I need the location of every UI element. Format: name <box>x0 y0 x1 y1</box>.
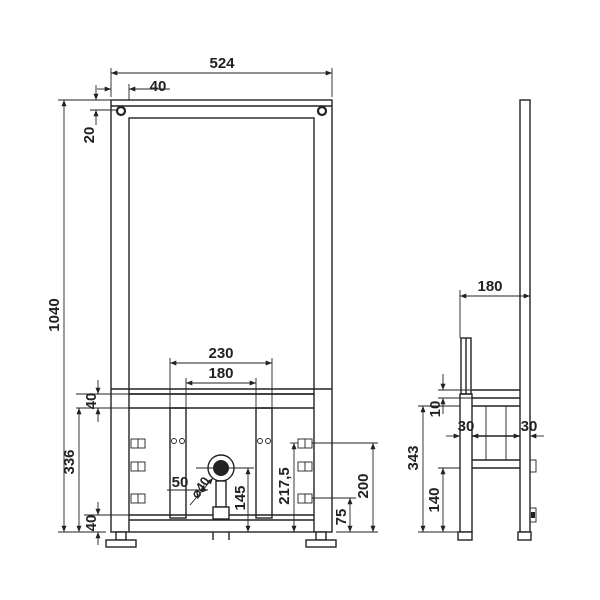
dim-label-overall-height: 1040 <box>46 298 63 331</box>
dim-label-side-lower-height: 343 <box>405 445 422 470</box>
dim-bottom-rail: 40 <box>83 502 129 545</box>
dim-lower-zone: 336 <box>61 408 82 532</box>
dim-label-top-offset: 20 <box>81 127 98 144</box>
side-post <box>517 99 537 541</box>
dim-side-depth: 180 <box>459 278 531 338</box>
dim-upper-rail: 40 <box>76 380 129 422</box>
dim-side-rail-offsets: 30 30 <box>446 418 544 439</box>
front-view: 524 40 20 1040 <box>46 55 378 548</box>
dim-label-bracket-height-3: 75 <box>333 509 350 526</box>
mount-hole-right <box>316 105 328 117</box>
dim-bracket-height-1: 217,5 <box>276 442 298 532</box>
dim-pipe-height: 145 <box>221 467 254 532</box>
dim-label-rail-width-1: 230 <box>208 345 233 362</box>
adjust-blocks-right <box>297 438 313 504</box>
dim-label-pipe-diameter: ⌀40 <box>188 474 213 501</box>
dim-rail-width-1: 230 <box>169 345 273 396</box>
dim-label-pipe-height: 145 <box>232 485 249 510</box>
dim-top-offset: 20 <box>81 85 118 143</box>
dim-overall-height: 1040 <box>46 99 106 533</box>
dim-overall-width: 524 <box>110 55 333 97</box>
dim-label-post-width: 40 <box>150 78 167 95</box>
dim-side-rail-height: 10 <box>427 374 472 417</box>
dim-side-lower-height: 343 <box>405 405 460 533</box>
dim-pipe-50: 50 <box>167 474 208 493</box>
dim-bracket-height-2: 200 <box>312 442 378 533</box>
dim-label-bottom-rail: 40 <box>83 515 100 532</box>
dim-label-upper-rail: 40 <box>83 393 100 410</box>
dim-label-side-depth: 180 <box>477 278 502 295</box>
dim-bracket-height-3: 75 <box>312 497 356 532</box>
dim-label-side-offset-2: 30 <box>521 418 538 435</box>
dim-label-rail-width-2: 180 <box>208 365 233 382</box>
side-view: 180 10 30 30 343 <box>405 99 544 541</box>
inner-brackets <box>169 396 273 519</box>
dim-label-overall-width: 524 <box>209 55 235 72</box>
mount-hole-left <box>115 105 127 117</box>
dim-rail-width-2: 180 <box>185 365 257 396</box>
dim-post-width: 40 <box>97 78 170 100</box>
side-carrier <box>457 337 520 541</box>
dim-side-bottom-height: 140 <box>426 467 460 532</box>
dim-label-side-bottom-height: 140 <box>426 487 443 512</box>
dim-label-bracket-height-2: 200 <box>355 473 372 498</box>
frame-feet <box>105 531 337 548</box>
dim-label-bracket-height-1: 217,5 <box>276 467 293 505</box>
dim-pipe-diameter: ⌀40 <box>188 474 214 506</box>
dim-label-pipe-50: 50 <box>172 474 189 491</box>
dim-label-side-rail-height: 10 <box>427 401 444 418</box>
dim-label-lower-zone: 336 <box>61 449 78 474</box>
dim-label-side-offset-1: 30 <box>458 418 475 435</box>
adjust-blocks-left <box>130 438 146 504</box>
